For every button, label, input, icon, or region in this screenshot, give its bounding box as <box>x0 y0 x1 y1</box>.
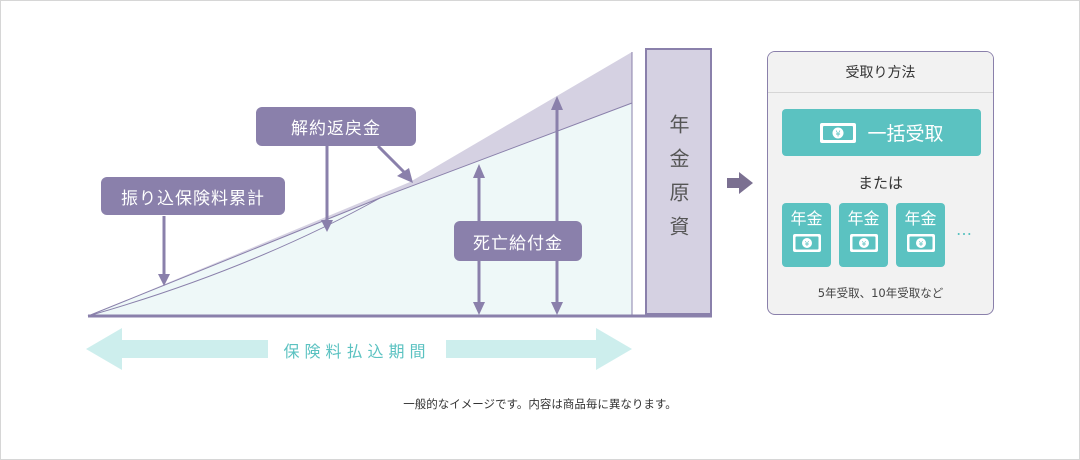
surrender-pointer-arrow-down <box>321 146 333 232</box>
svg-text:¥: ¥ <box>861 240 866 248</box>
svg-text:¥: ¥ <box>804 240 809 248</box>
banknote-icon: ¥ <box>849 234 878 252</box>
lump-sum-label: 一括受取 <box>867 123 944 145</box>
death-benefit-label: 死亡給付金 <box>454 221 582 261</box>
svg-text:¥: ¥ <box>836 129 841 138</box>
pension-fund-label: 年金原資 <box>666 113 690 250</box>
svg-text:¥: ¥ <box>918 240 923 248</box>
annuity-card-3: 年金 ¥ <box>896 203 945 267</box>
pension-area <box>88 103 632 316</box>
pension-fund-box: 年金原資 <box>645 48 712 315</box>
annuity-label: 年金 <box>904 209 937 228</box>
surrender-pointer-arrow-diagonal <box>376 144 413 183</box>
premium-pointer-arrow <box>158 216 170 286</box>
arrow-right-icon <box>727 172 753 194</box>
more-ellipsis: … <box>956 220 973 239</box>
annuity-label: 年金 <box>790 209 823 228</box>
banknote-icon: ¥ <box>820 122 857 143</box>
annuity-label: 年金 <box>847 209 880 228</box>
lump-sum-option: ¥ 一括受取 <box>782 109 981 156</box>
annuity-card-2: 年金 ¥ <box>839 203 888 267</box>
surrender-value-label: 解約返戻金 <box>256 107 416 146</box>
premium-total-label: 振り込保険料累計 <box>101 177 285 215</box>
banknote-icon: ¥ <box>906 234 935 252</box>
receipt-method-title: 受取り方法 <box>768 52 993 93</box>
footnote: 一般的なイメージです。内容は商品毎に異なります。 <box>403 397 677 411</box>
death-benefit-arrow-2 <box>551 96 563 315</box>
or-text: または <box>857 174 903 192</box>
annuity-card-1: 年金 ¥ <box>782 203 831 267</box>
premium-curve <box>87 197 381 317</box>
annuity-examples-note: 5年受取、10年受取など <box>817 286 944 300</box>
payment-period-label: 保険料払込期間 <box>268 336 446 364</box>
receipt-method-panel: 受取り方法 ¥ 一括受取 または 年金 ¥ 年金 ¥ 年金 <box>767 51 994 315</box>
banknote-icon: ¥ <box>792 234 821 252</box>
